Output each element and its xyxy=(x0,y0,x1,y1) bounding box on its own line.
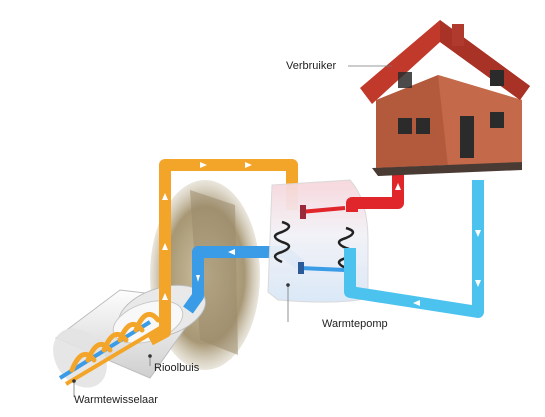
warm-supply-pipe xyxy=(147,159,298,346)
leader-dot xyxy=(72,379,76,383)
house-return-pipe xyxy=(344,180,484,318)
leader-dot xyxy=(286,283,290,287)
leader-dot xyxy=(148,354,152,358)
heat-exchanger-coils xyxy=(58,311,162,386)
label-rioolbuis: Rioolbuis xyxy=(154,362,200,374)
house-icon xyxy=(360,20,530,176)
hot-supply-pipe xyxy=(346,170,404,212)
label-warmtewisselaar: Warmtewisselaar xyxy=(74,394,158,406)
flow-arrows xyxy=(162,162,481,306)
label-verbruiker: Verbruiker xyxy=(286,60,337,72)
label-warmtepomp: Warmtepomp xyxy=(322,318,388,330)
